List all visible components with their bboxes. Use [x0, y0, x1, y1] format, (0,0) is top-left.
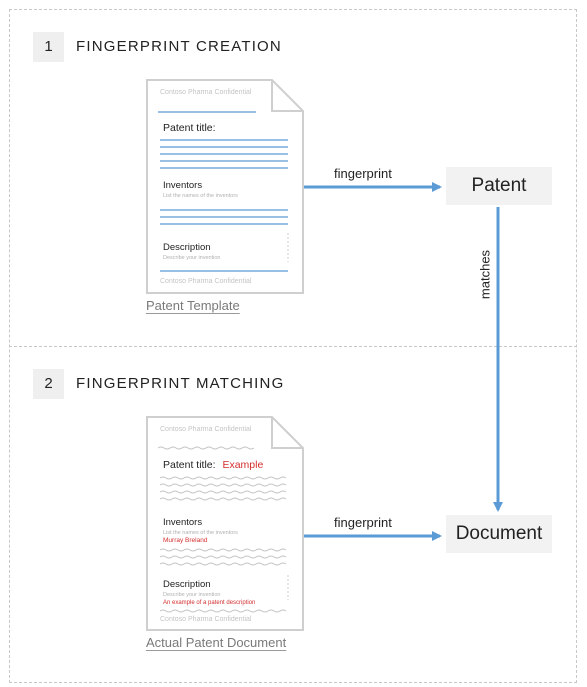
- document-box: Document: [446, 515, 552, 553]
- step-2-title: FINGERPRINT MATCHING: [76, 375, 285, 392]
- actual-title-label: Patent title:: [163, 459, 216, 471]
- template-header-text: Contoso Pharma Confidential: [160, 89, 252, 96]
- actual-description-label: Description: [163, 579, 211, 590]
- actual-inventors-hint: List the names of the inventors: [163, 530, 238, 536]
- step-2-number: 2: [33, 369, 64, 399]
- svg-text:Patent title: Example: Patent title: Example: [163, 459, 263, 471]
- actual-header-text: Contoso Pharma Confidential: [160, 426, 252, 433]
- fingerprint-label-bottom: fingerprint: [334, 515, 392, 530]
- patent-box: Patent: [446, 167, 552, 205]
- template-footer-text: Contoso Pharma Confidential: [160, 278, 252, 285]
- actual-title-value: Example: [222, 459, 263, 471]
- step-1-number: 1: [33, 32, 64, 62]
- template-caption: Patent Template: [146, 298, 240, 313]
- actual-description-hint: Describe your invention: [163, 592, 220, 598]
- template-description-hint: Describe your invention: [163, 255, 220, 261]
- template-title-label: Patent title:: [163, 122, 216, 134]
- actual-description-value: An example of a patent description: [163, 600, 255, 606]
- actual-inventors-label: Inventors: [163, 517, 202, 528]
- step-1-title: FINGERPRINT CREATION: [76, 38, 282, 55]
- actual-inventors-value: Murray Breland: [163, 537, 208, 544]
- template-inventors-hint: List the names of the inventors: [163, 193, 238, 199]
- section-divider: [9, 346, 577, 347]
- template-description-label: Description: [163, 242, 211, 253]
- matches-label: matches: [477, 249, 493, 300]
- actual-caption: Actual Patent Document: [146, 635, 287, 650]
- fingerprint-label-top: fingerprint: [334, 166, 392, 181]
- actual-footer-text: Contoso Pharma Confidential: [160, 616, 252, 623]
- template-inventors-label: Inventors: [163, 180, 202, 191]
